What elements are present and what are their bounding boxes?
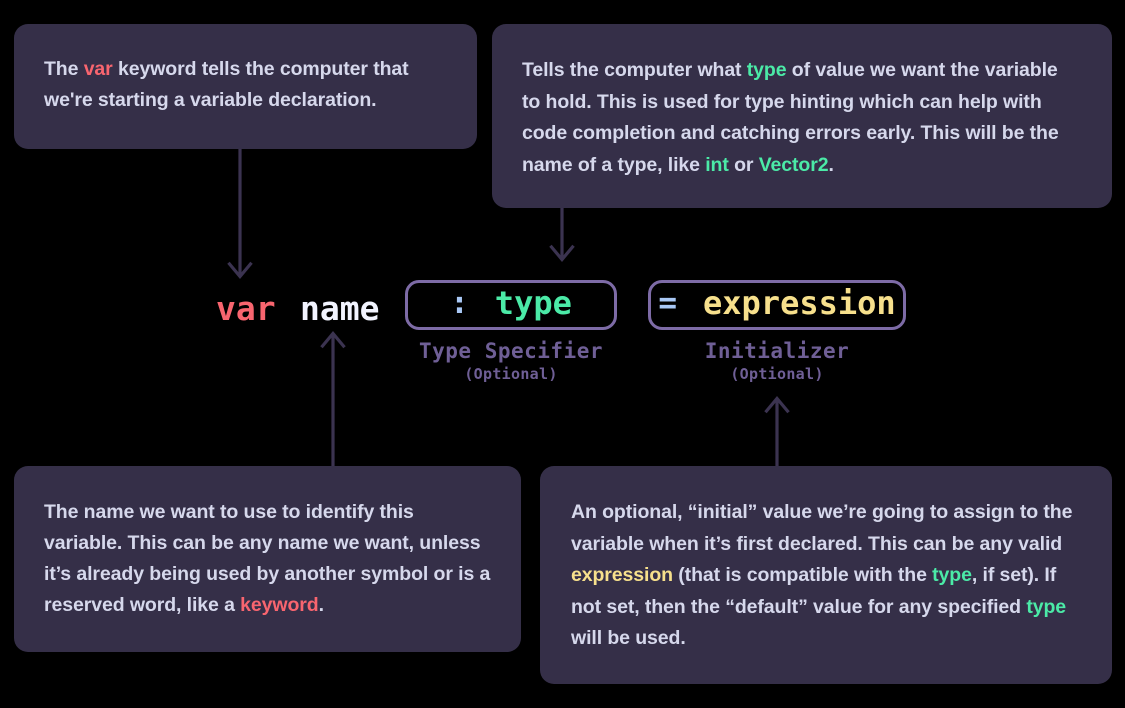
callout-name-text: The name we want to use to identify this… bbox=[44, 501, 491, 616]
inline-token: keyword bbox=[240, 594, 319, 616]
colon-operator: : bbox=[450, 284, 469, 321]
inline-token: expression bbox=[571, 564, 673, 586]
callout-type-specifier-text: Tells the computer what type of value we… bbox=[522, 59, 1059, 176]
callout-type-specifier: Tells the computer what type of value we… bbox=[492, 24, 1112, 208]
callout-var-keyword-text: The var keyword tells the computer that … bbox=[44, 58, 409, 111]
syntax-token-var: var bbox=[216, 289, 276, 328]
syntax-token-expression: expression bbox=[703, 284, 896, 322]
label-type-specifier-optional: (Optional) bbox=[464, 365, 558, 383]
syntax-group-type-specifier-content: : type bbox=[408, 283, 614, 327]
syntax-token-name: name bbox=[300, 289, 380, 328]
label-type-specifier-title: Type Specifier bbox=[418, 339, 603, 363]
syntax-group-type-specifier: : type bbox=[405, 280, 617, 330]
inline-token: int bbox=[705, 153, 729, 176]
callout-var-keyword: The var keyword tells the computer that … bbox=[14, 24, 477, 149]
syntax-group-initializer-content: = expression bbox=[651, 283, 903, 327]
callout-name: The name we want to use to identify this… bbox=[14, 466, 521, 652]
equals-operator: = bbox=[658, 284, 677, 321]
label-initializer: Initializer (Optional) bbox=[648, 338, 906, 385]
inline-token: type bbox=[1026, 595, 1067, 618]
label-initializer-title: Initializer bbox=[704, 339, 850, 363]
callout-initializer-text: An optional, “initial” value we’re going… bbox=[571, 501, 1073, 649]
syntax-token-type: type bbox=[494, 284, 572, 322]
arrow-name-to-token bbox=[317, 331, 349, 467]
callout-initializer: An optional, “initial” value we’re going… bbox=[540, 466, 1112, 684]
inline-token: var bbox=[83, 58, 113, 80]
label-type-specifier: Type Specifier (Optional) bbox=[405, 338, 617, 385]
inline-token: Vector2 bbox=[758, 153, 829, 176]
arrow-type-to-group bbox=[546, 208, 578, 263]
arrow-initializer-to-group bbox=[761, 396, 793, 468]
label-initializer-optional: (Optional) bbox=[730, 365, 824, 383]
inline-token: type bbox=[746, 59, 787, 81]
arrow-var-to-token bbox=[224, 148, 256, 280]
syntax-group-initializer: = expression bbox=[648, 280, 906, 330]
inline-token: type bbox=[932, 564, 972, 586]
